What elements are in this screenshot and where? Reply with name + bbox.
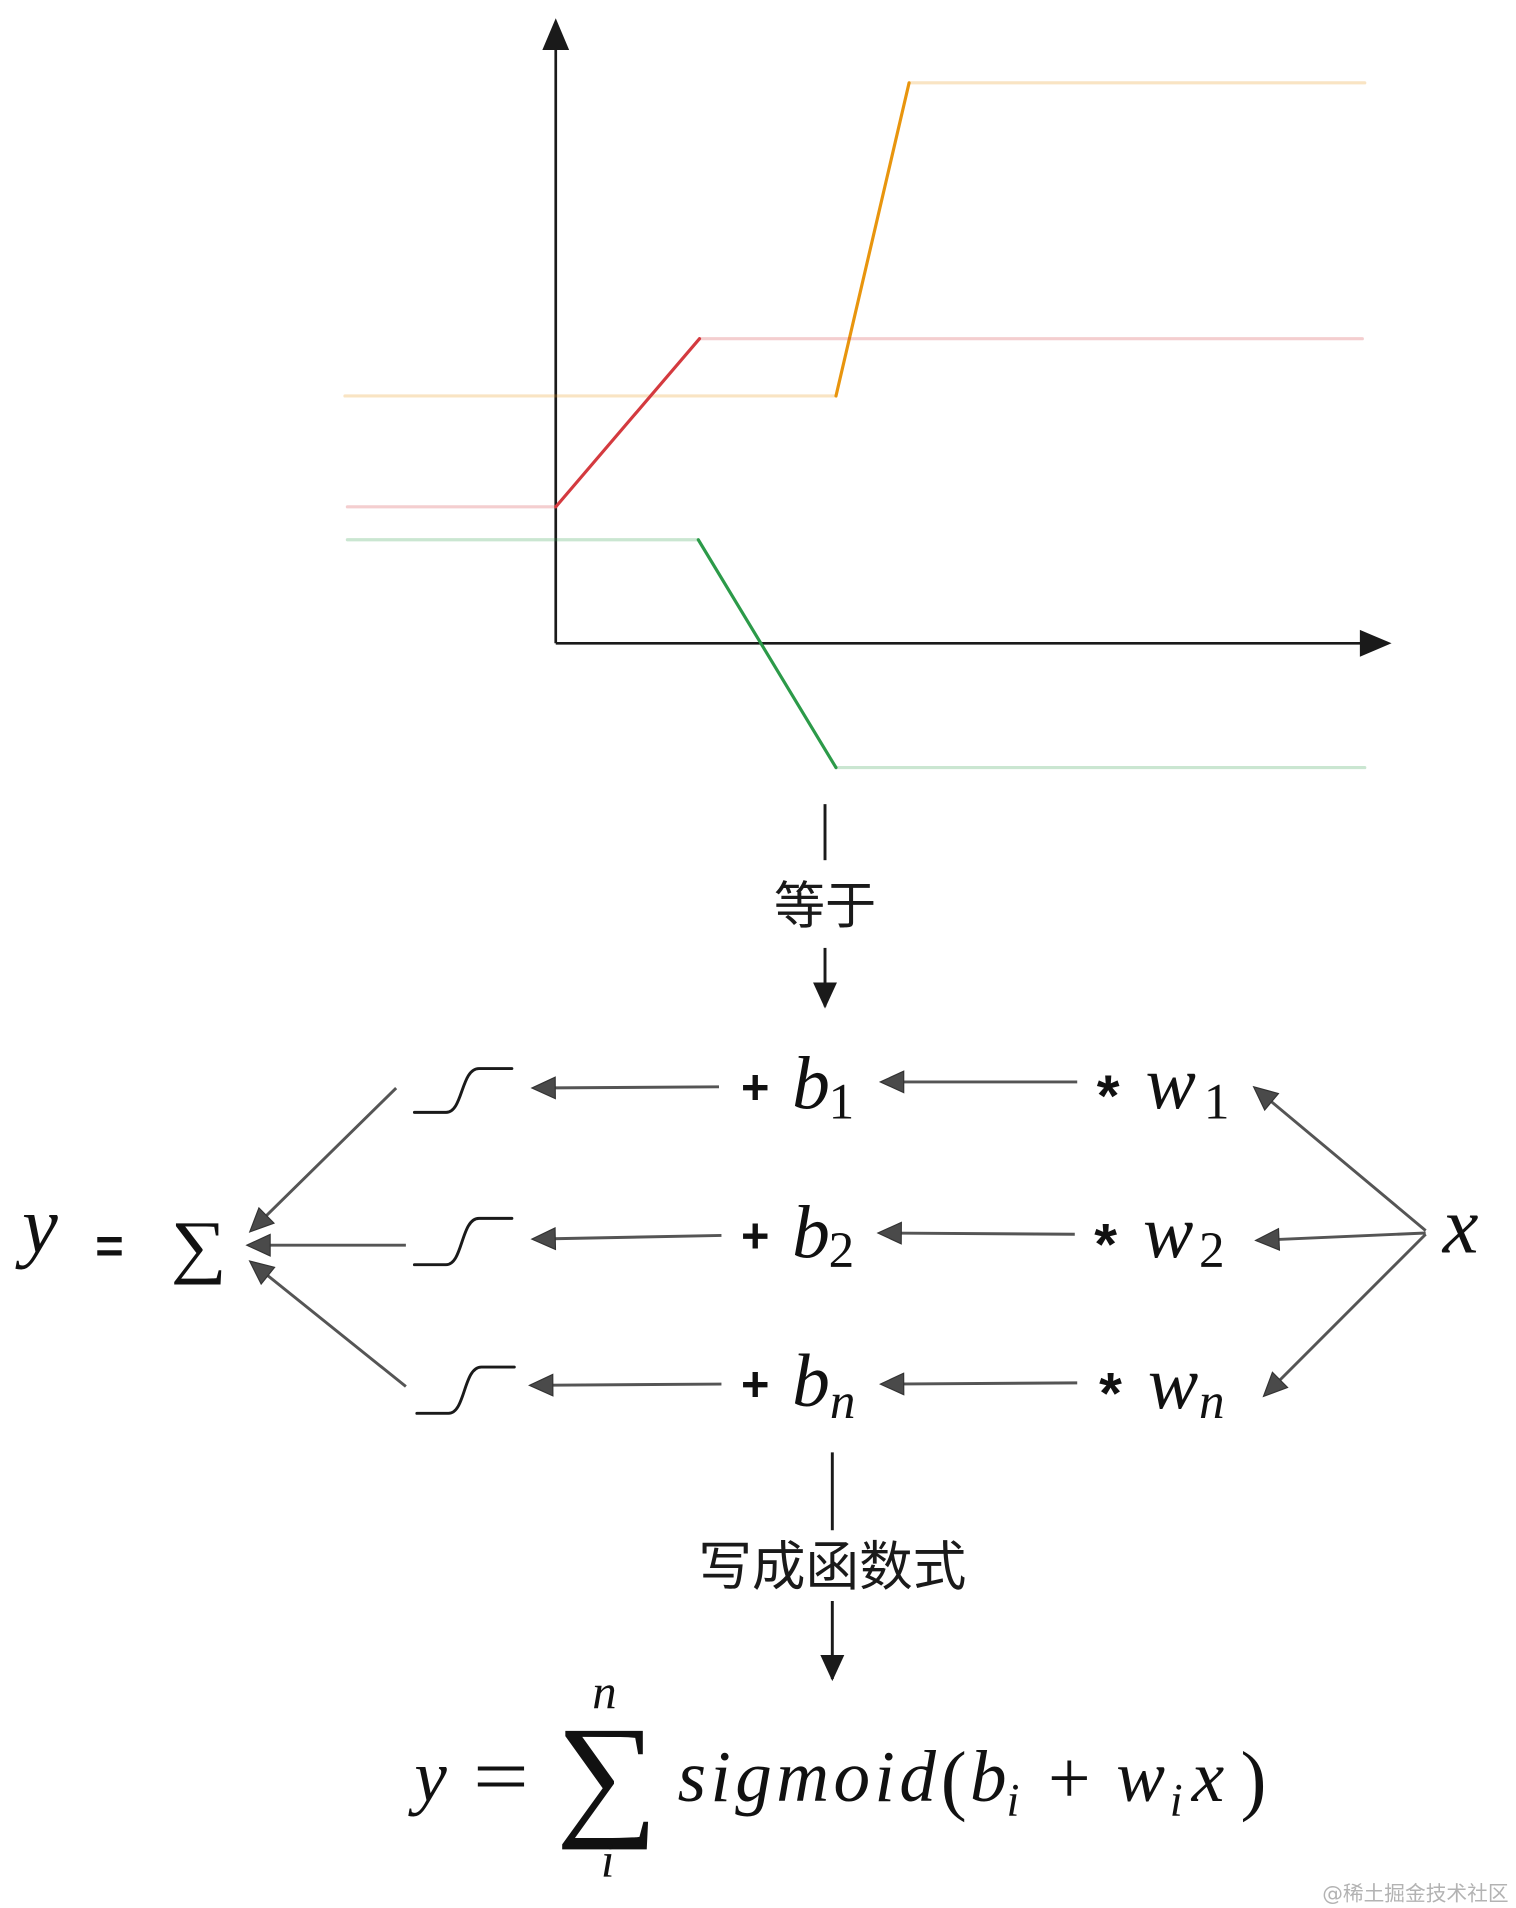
sum-network: y = ∑ + b 1 * w 1 + b 2 * w 2 + b n * w — [15, 1043, 1479, 1430]
piecewise-plot — [343, 18, 1392, 770]
row3-plus: + — [741, 1358, 769, 1412]
bias3-to-sigmoid-arrow — [528, 1373, 722, 1397]
orange-slope — [834, 81, 911, 398]
formula-plus: + — [1048, 1737, 1091, 1820]
row2-weight-subscript: 2 — [1199, 1222, 1225, 1279]
row1-bias-subscript: 1 — [829, 1073, 855, 1130]
formula-weight-subscript: i — [1170, 1775, 1183, 1826]
sigmoid-sum-formula: y = n ∑ i sigmoid ( b i + w i x ) — [407, 1665, 1266, 1887]
formula-open-paren: ( — [941, 1737, 967, 1823]
output-variable: y — [15, 1182, 58, 1271]
formula-equals: = — [473, 1732, 529, 1821]
row2-times: * — [1094, 1213, 1117, 1278]
row1-weight-subscript: 1 — [1204, 1073, 1230, 1130]
function-arrow: 写成函数式 — [698, 1452, 966, 1682]
formula-input: x — [1191, 1736, 1224, 1817]
formula-sum-symbol: ∑ — [556, 1698, 658, 1850]
equals-arrow-label: 等于 — [774, 878, 876, 937]
formula-weight: w — [1116, 1736, 1165, 1817]
network-equals-sign: = — [95, 1219, 123, 1273]
formula-lower-limit: i — [601, 1833, 615, 1887]
input-to-weight2-arrow — [1254, 1227, 1426, 1251]
x-axis-arrow-icon — [1359, 629, 1392, 657]
equals-arrow: 等于 — [774, 804, 876, 1009]
sigmoid3-to-sum-arrow — [248, 1260, 407, 1388]
formula-bias: b — [970, 1736, 1007, 1817]
input-variable: x — [1442, 1182, 1479, 1271]
bias2-to-sigmoid-arrow — [530, 1227, 722, 1251]
red-slope — [554, 337, 702, 509]
row2-plus: + — [741, 1210, 769, 1264]
row3-times: * — [1099, 1361, 1122, 1426]
row1-bias: b — [792, 1043, 830, 1126]
formula-lhs: y — [407, 1736, 447, 1817]
sigmoid-curve-icon-1 — [412, 1067, 514, 1114]
row1-weight: w — [1145, 1043, 1195, 1126]
row2-bias: b — [792, 1191, 830, 1274]
row2-weight: w — [1143, 1191, 1193, 1274]
row3-weight: w — [1148, 1342, 1198, 1425]
input-to-weight1-arrow — [1252, 1085, 1427, 1232]
row2-bias-subscript: 2 — [829, 1222, 855, 1279]
sigmoid1-to-sum-arrow — [248, 1086, 398, 1233]
network-sum-symbol: ∑ — [171, 1208, 227, 1286]
watermark: @稀土掘金技术社区 — [1322, 1882, 1508, 1906]
formula-upper-limit: n — [592, 1665, 616, 1719]
green-slope — [696, 538, 838, 770]
weight2-to-bias-arrow — [876, 1221, 1075, 1245]
sigmoid-curve-icon-3 — [415, 1365, 516, 1415]
row1-times: * — [1097, 1064, 1120, 1129]
bias1-to-sigmoid-arrow — [530, 1076, 720, 1100]
row3-bias-subscript: n — [830, 1373, 856, 1430]
y-axis-arrow-icon — [542, 18, 570, 50]
formula-function-name: sigmoid — [678, 1736, 937, 1817]
weight3-to-bias-arrow — [878, 1372, 1078, 1396]
row3-bias: b — [792, 1340, 830, 1423]
row1-plus: + — [741, 1061, 769, 1115]
row3-weight-subscript: n — [1199, 1373, 1225, 1430]
sigmoid-curve-icon-2 — [412, 1216, 514, 1267]
function-arrow-label: 写成函数式 — [698, 1535, 966, 1598]
input-to-weight3-arrow — [1262, 1233, 1427, 1398]
formula-bias-subscript: i — [1007, 1775, 1020, 1826]
formula-close-paren: ) — [1240, 1737, 1266, 1823]
